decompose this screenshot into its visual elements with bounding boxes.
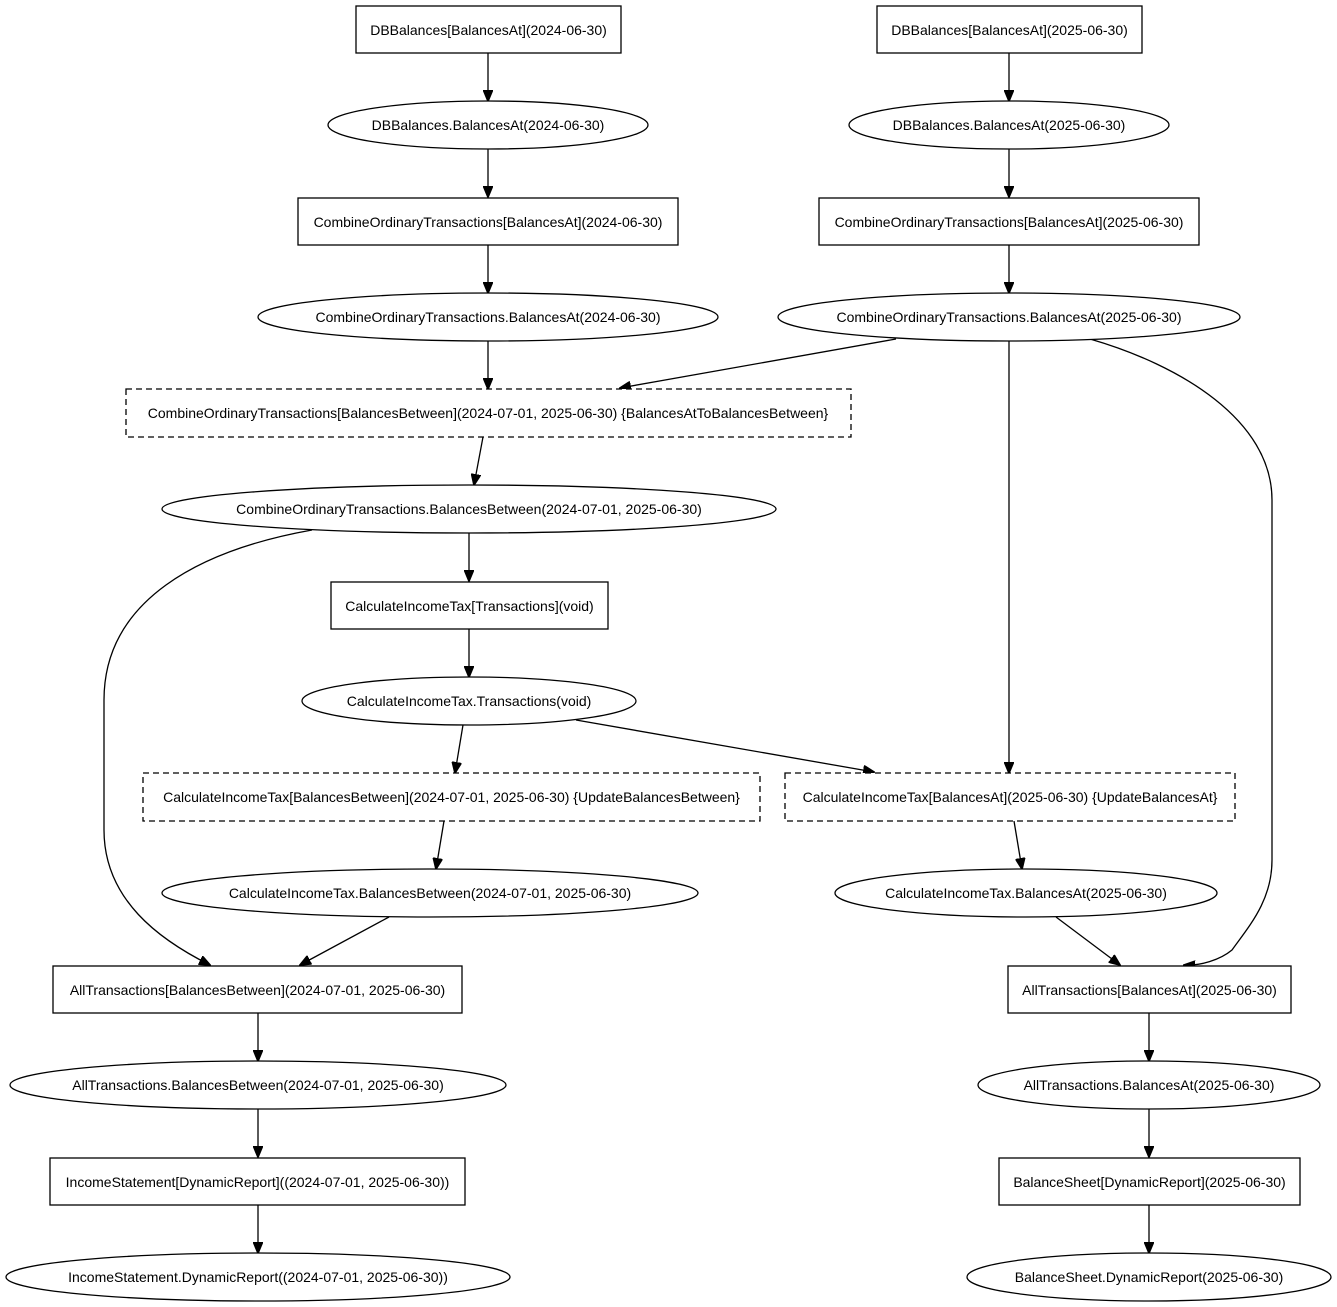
node-label: AllTransactions[BalancesBetween](2024-07… bbox=[70, 982, 445, 998]
node-label: CombineOrdinaryTransactions[BalancesAt](… bbox=[314, 214, 663, 230]
node-balancesheet-dynamicreport-box: BalanceSheet[DynamicReport](2025-06-30) bbox=[998, 1157, 1301, 1206]
node-label: CombineOrdinaryTransactions.BalancesBetw… bbox=[236, 501, 702, 517]
node-label: AllTransactions.BalancesAt(2025-06-30) bbox=[1024, 1077, 1275, 1093]
node-combine-balancesat-2025-ellipse: CombineOrdinaryTransactions.BalancesAt(2… bbox=[777, 292, 1241, 342]
node-dbbalances-balancesat-2024-box: DBBalances[BalancesAt](2024-06-30) bbox=[355, 5, 622, 54]
edges bbox=[103, 53, 1273, 1253]
nodes: DBBalances[BalancesAt](2024-06-30) DBBal… bbox=[5, 5, 1332, 1302]
node-label: DBBalances[BalancesAt](2025-06-30) bbox=[891, 22, 1128, 38]
node-dbbalances-balancesat-2025-box: DBBalances[BalancesAt](2025-06-30) bbox=[876, 5, 1143, 54]
edge-n16-n18 bbox=[1055, 916, 1120, 965]
node-label: CalculateIncomeTax[Transactions](void) bbox=[345, 598, 593, 614]
node-label: AllTransactions[BalancesAt](2025-06-30) bbox=[1022, 982, 1277, 998]
edge-n14-n16 bbox=[1013, 820, 1022, 869]
node-label: CombineOrdinaryTransactions[BalancesBetw… bbox=[148, 405, 829, 421]
node-calculateincometax-balancesat-ellipse: CalculateIncomeTax.BalancesAt(2025-06-30… bbox=[834, 868, 1218, 918]
node-label: CalculateIncomeTax.BalancesBetween(2024-… bbox=[229, 885, 631, 901]
node-label: DBBalances.BalancesAt(2025-06-30) bbox=[893, 117, 1126, 133]
edge-n12-n14 bbox=[575, 719, 874, 772]
node-label: CalculateIncomeTax[BalancesAt](2025-06-3… bbox=[803, 789, 1218, 805]
node-label: IncomeStatement.DynamicReport((2024-07-0… bbox=[68, 1269, 448, 1285]
edge-n8-n18 bbox=[1089, 338, 1273, 965]
node-label: AllTransactions.BalancesBetween(2024-07-… bbox=[72, 1077, 443, 1093]
node-incomestatement-dynamicreport-ellipse: IncomeStatement.DynamicReport((2024-07-0… bbox=[5, 1252, 511, 1302]
node-label: BalanceSheet.DynamicReport(2025-06-30) bbox=[1015, 1269, 1283, 1285]
node-alltransactions-balancesat-box: AllTransactions[BalancesAt](2025-06-30) bbox=[1007, 965, 1292, 1014]
node-label: DBBalances[BalancesAt](2024-06-30) bbox=[370, 22, 607, 38]
node-alltransactions-balancesbetween-ellipse: AllTransactions.BalancesBetween(2024-07-… bbox=[9, 1060, 507, 1110]
edge-n13-n15 bbox=[436, 820, 445, 869]
node-combine-balancesat-2024-box: CombineOrdinaryTransactions[BalancesAt](… bbox=[297, 197, 679, 246]
node-label: CombineOrdinaryTransactions.BalancesAt(2… bbox=[316, 309, 661, 325]
edge-n8-n9 bbox=[620, 338, 897, 388]
node-combine-balancesbetween-ellipse: CombineOrdinaryTransactions.BalancesBetw… bbox=[161, 484, 777, 534]
node-calculateincometax-balancesbetween-dashed-box: CalculateIncomeTax[BalancesBetween](2024… bbox=[142, 772, 761, 822]
node-alltransactions-balancesbetween-box: AllTransactions[BalancesBetween](2024-07… bbox=[52, 965, 463, 1014]
node-alltransactions-balancesat-ellipse: AllTransactions.BalancesAt(2025-06-30) bbox=[977, 1060, 1321, 1110]
edge-n10-n17 bbox=[103, 529, 313, 965]
edge-n12-n13 bbox=[455, 724, 464, 773]
node-label: CalculateIncomeTax.BalancesAt(2025-06-30… bbox=[885, 885, 1167, 901]
node-balancesheet-dynamicreport-ellipse: BalanceSheet.DynamicReport(2025-06-30) bbox=[966, 1252, 1332, 1302]
node-incomestatement-dynamicreport-box: IncomeStatement[DynamicReport]((2024-07-… bbox=[49, 1157, 466, 1206]
node-calculateincometax-transactions-ellipse: CalculateIncomeTax.Transactions(void) bbox=[301, 676, 637, 726]
node-label: BalanceSheet[DynamicReport](2025-06-30) bbox=[1013, 1174, 1285, 1190]
node-calculateincometax-balancesat-dashed-box: CalculateIncomeTax[BalancesAt](2025-06-3… bbox=[784, 772, 1236, 822]
node-label: DBBalances.BalancesAt(2024-06-30) bbox=[372, 117, 605, 133]
node-label: IncomeStatement[DynamicReport]((2024-07-… bbox=[66, 1174, 450, 1190]
node-combine-balancesat-2024-ellipse: CombineOrdinaryTransactions.BalancesAt(2… bbox=[257, 292, 719, 342]
node-label: CalculateIncomeTax.Transactions(void) bbox=[347, 693, 592, 709]
node-combine-balancesat-2025-box: CombineOrdinaryTransactions[BalancesAt](… bbox=[818, 197, 1200, 246]
node-calculateincometax-balancesbetween-ellipse: CalculateIncomeTax.BalancesBetween(2024-… bbox=[161, 868, 699, 918]
node-calculateincometax-transactions-box: CalculateIncomeTax[Transactions](void) bbox=[330, 581, 609, 630]
edge-n15-n17 bbox=[300, 916, 390, 965]
node-label: CalculateIncomeTax[BalancesBetween](2024… bbox=[163, 789, 740, 805]
node-dbbalances-balancesat-2024-ellipse: DBBalances.BalancesAt(2024-06-30) bbox=[327, 100, 649, 150]
node-combine-balancesbetween-dashed-box: CombineOrdinaryTransactions[BalancesBetw… bbox=[125, 388, 852, 438]
edge-n9-n10 bbox=[474, 436, 484, 485]
node-dbbalances-balancesat-2025-ellipse: DBBalances.BalancesAt(2025-06-30) bbox=[848, 100, 1170, 150]
node-label: CombineOrdinaryTransactions.BalancesAt(2… bbox=[837, 309, 1182, 325]
node-label: CombineOrdinaryTransactions[BalancesAt](… bbox=[835, 214, 1184, 230]
